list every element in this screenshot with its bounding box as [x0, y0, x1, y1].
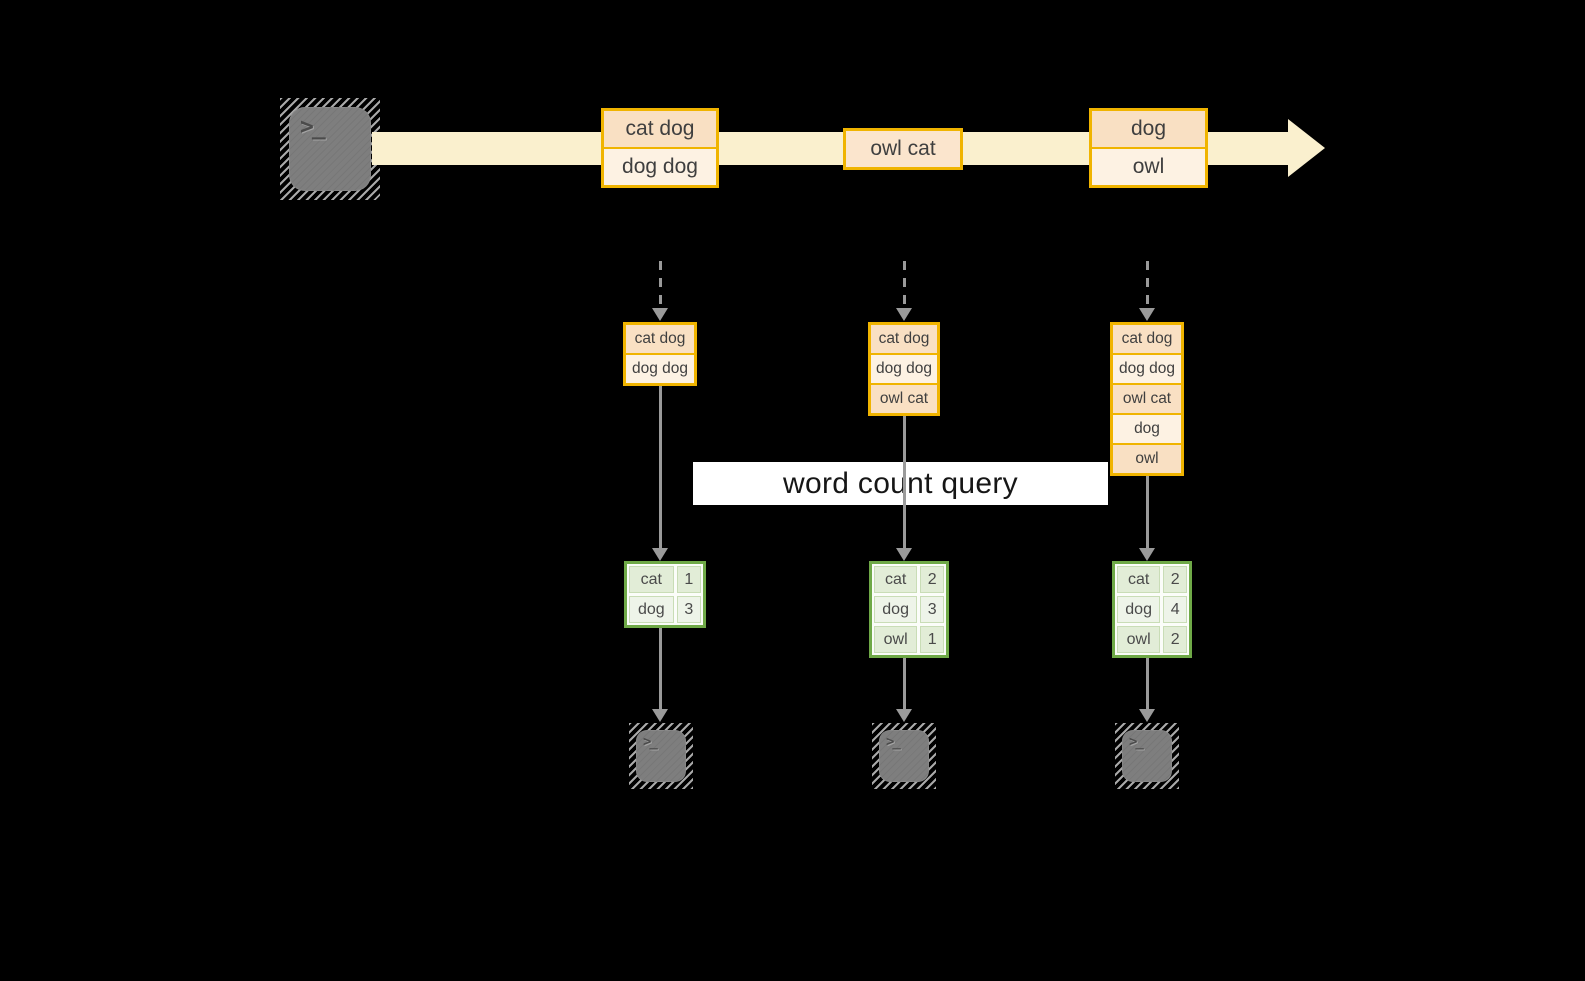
batch-line: dog	[1092, 111, 1205, 147]
count-cell: 4	[1163, 596, 1187, 623]
timeline-batch-2: owl cat	[843, 128, 963, 170]
arrow-head	[896, 709, 912, 722]
dashed-arrow-down	[1139, 261, 1155, 321]
batch-line: owl cat	[846, 131, 960, 167]
terminal-prompt-glyph: >_	[300, 114, 326, 140]
count-row: owl 2	[1117, 626, 1187, 653]
timeline-batch-1: cat dog dog dog	[601, 108, 719, 188]
arrow-head	[1139, 308, 1155, 321]
dashed-arrow-down	[896, 261, 912, 321]
arrow-tail	[902, 658, 906, 709]
arrow-tail	[902, 416, 906, 548]
query-arrow-down	[896, 416, 912, 561]
count-cell: 3	[920, 596, 944, 623]
arrow-head	[652, 709, 668, 722]
arrow-head	[896, 548, 912, 561]
batch-line: cat dog	[604, 111, 716, 147]
stack-line: cat dog	[1113, 325, 1181, 353]
stack-line: cat dog	[871, 325, 937, 353]
terminal-body: >_	[289, 107, 371, 191]
count-table-1: cat 1 dog 3	[624, 561, 706, 628]
query-label-text: word count query	[783, 466, 1018, 500]
word-cell: cat	[1117, 566, 1161, 593]
arrow-head	[652, 308, 668, 321]
word-cell: dog	[629, 596, 674, 623]
count-row: dog 3	[629, 596, 701, 623]
input-stack-3: cat dog dog dog owl cat dog owl	[1110, 322, 1184, 476]
input-stack-2: cat dog dog dog owl cat	[868, 322, 940, 416]
arrow-head	[1139, 709, 1155, 722]
stream-arrowhead-icon	[1288, 119, 1325, 177]
count-row: cat 2	[1117, 566, 1187, 593]
word-cell: cat	[629, 566, 674, 593]
count-cell: 2	[1163, 566, 1187, 593]
stack-line: cat dog	[626, 325, 694, 353]
count-row: owl 1	[874, 626, 944, 653]
sink-terminal-icon: >_	[872, 723, 936, 789]
count-cell: 2	[920, 566, 944, 593]
arrow-head	[1139, 548, 1155, 561]
count-cell: 1	[676, 566, 701, 593]
stack-line: owl	[1113, 445, 1181, 473]
terminal-prompt-glyph: >_	[643, 734, 658, 750]
arrow-head	[896, 308, 912, 321]
terminal-texture	[1122, 730, 1172, 782]
terminal-texture	[879, 730, 929, 782]
arrow-tail	[902, 261, 906, 308]
input-stack-1: cat dog dog dog	[623, 322, 697, 386]
word-count-query-label: word count query	[693, 462, 1108, 505]
count-row: cat 1	[629, 566, 701, 593]
arrow-tail	[1145, 658, 1149, 709]
timeline-batch-3: dog owl	[1089, 108, 1208, 188]
stack-line: owl cat	[1113, 385, 1181, 413]
stack-line: dog	[1113, 415, 1181, 443]
arrow-tail	[1145, 261, 1149, 308]
count-row: dog 4	[1117, 596, 1187, 623]
terminal-body: >_	[636, 730, 686, 782]
terminal-prompt-glyph: >_	[1129, 734, 1144, 750]
stack-line: dog dog	[871, 355, 937, 383]
word-cell: owl	[1117, 626, 1161, 653]
dashed-arrow-down	[652, 261, 668, 321]
arrow-head	[652, 548, 668, 561]
terminal-body: >_	[1122, 730, 1172, 782]
sink-arrow-down	[1139, 658, 1155, 722]
count-cell: 3	[676, 596, 701, 623]
count-cell: 1	[920, 626, 944, 653]
arrow-tail	[658, 386, 662, 548]
count-row: cat 2	[874, 566, 944, 593]
sink-terminal-icon: >_	[629, 723, 693, 789]
word-cell: cat	[874, 566, 918, 593]
batch-line: dog dog	[604, 149, 716, 185]
sink-arrow-down	[896, 658, 912, 722]
count-table-3: cat 2 dog 4 owl 2	[1112, 561, 1192, 658]
query-arrow-down	[1139, 476, 1155, 561]
batch-line: owl	[1092, 149, 1205, 185]
terminal-body: >_	[879, 730, 929, 782]
terminal-texture	[289, 107, 371, 191]
query-arrow-down	[652, 386, 668, 561]
count-row: dog 3	[874, 596, 944, 623]
source-terminal-icon: >_	[280, 98, 380, 200]
arrow-tail	[1145, 476, 1149, 548]
arrow-tail	[658, 628, 662, 709]
stack-line: owl cat	[871, 385, 937, 413]
arrow-tail	[658, 261, 662, 308]
terminal-texture	[636, 730, 686, 782]
count-cell: 2	[1163, 626, 1187, 653]
count-table-2: cat 2 dog 3 owl 1	[869, 561, 949, 658]
sink-terminal-icon: >_	[1115, 723, 1179, 789]
word-cell: owl	[874, 626, 918, 653]
terminal-prompt-glyph: >_	[886, 734, 901, 750]
stack-line: dog dog	[1113, 355, 1181, 383]
stack-line: dog dog	[626, 355, 694, 383]
sink-arrow-down	[652, 628, 668, 722]
word-cell: dog	[1117, 596, 1161, 623]
word-cell: dog	[874, 596, 918, 623]
